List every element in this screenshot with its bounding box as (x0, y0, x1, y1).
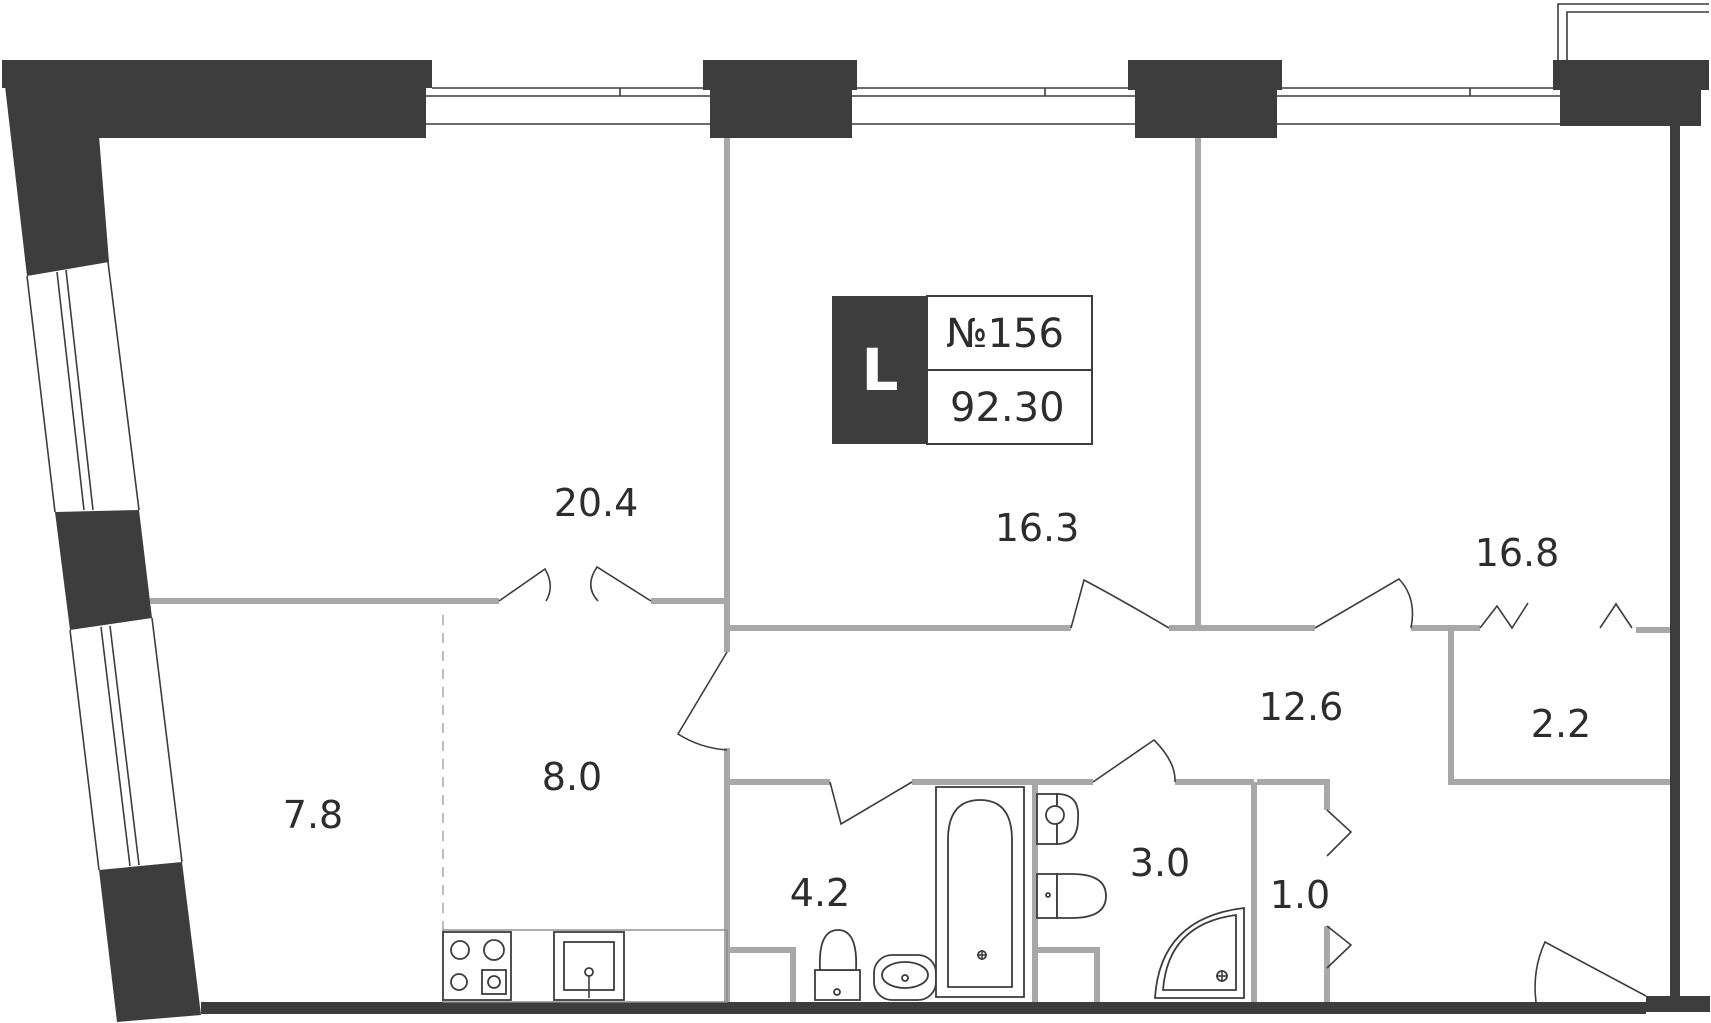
shower-icon (1154, 906, 1245, 999)
partitions (150, 138, 1670, 1002)
room-area-4-2: 4.2 (790, 871, 850, 915)
bathtub-icon (935, 786, 1025, 998)
apartment-type-letter: L (862, 336, 899, 404)
apartment-badge: L №156 92.30 (832, 295, 1093, 445)
room-area-16-8: 16.8 (1475, 531, 1560, 575)
room-area-1-0: 1.0 (1270, 873, 1330, 917)
sink-icon (873, 954, 937, 1001)
toilet-icon (814, 929, 861, 1001)
kitchen-sink-icon (553, 931, 625, 1001)
total-area: 92.30 (950, 385, 1065, 431)
outer-walls (2, 60, 1710, 1022)
room-area-7-8: 7.8 (283, 793, 343, 837)
bathroom-fixtures (814, 786, 1245, 1001)
room-labels: 20.4 16.3 16.8 12.6 2.2 7.8 8.0 4.2 3.0 … (283, 481, 1591, 917)
room-area-12-6: 12.6 (1259, 685, 1344, 729)
room-area-8-0: 8.0 (542, 755, 602, 799)
stove-icon (442, 931, 512, 1001)
basin-icon (1036, 793, 1080, 845)
doors (498, 565, 1647, 1003)
kitchen-counter (442, 929, 728, 1003)
apartment-number: №156 (946, 311, 1064, 357)
toilet-3-icon (1036, 873, 1107, 919)
room-area-16-3: 16.3 (995, 506, 1080, 550)
windows (26, 3, 1709, 871)
room-area-3-0: 3.0 (1130, 841, 1190, 885)
room-area-20-4: 20.4 (554, 481, 639, 525)
room-area-2-2: 2.2 (1531, 702, 1591, 746)
